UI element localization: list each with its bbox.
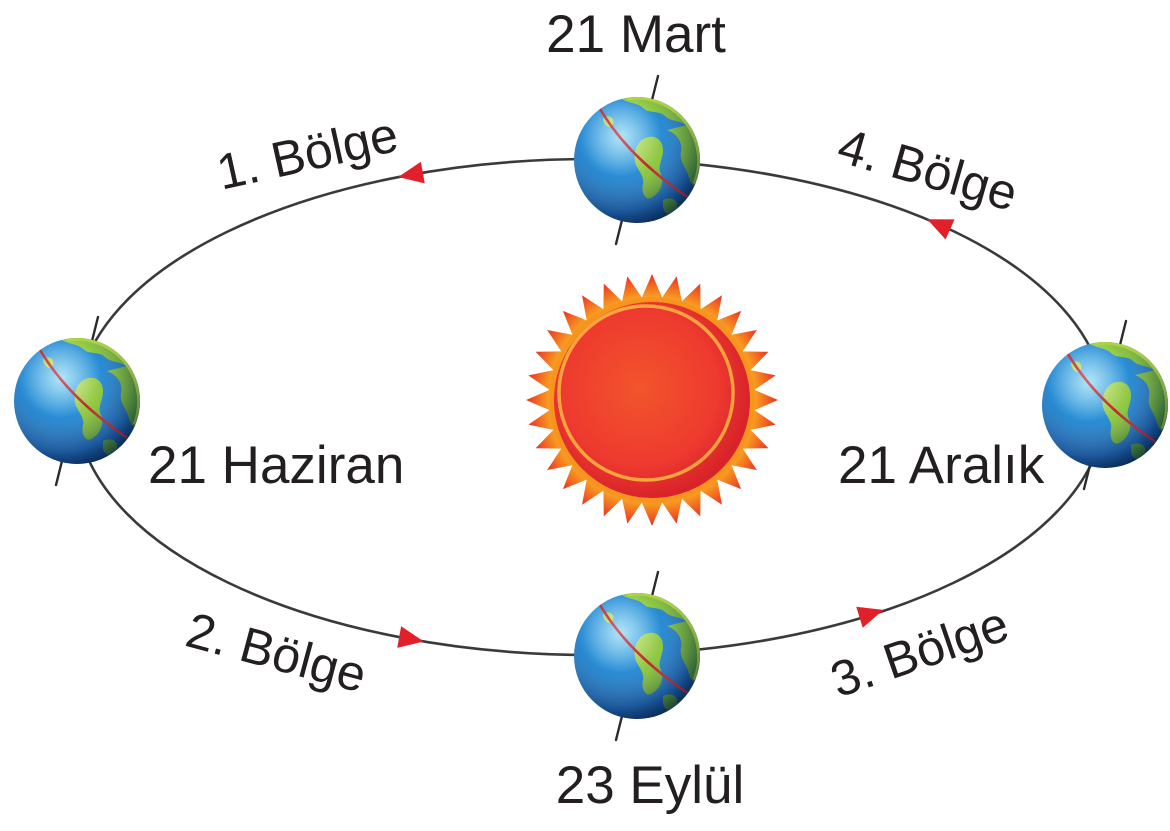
earth-globe-21-aralik [1042, 321, 1170, 489]
sun-inner-ring [557, 304, 735, 482]
orbit-arrow-region-4 [927, 219, 955, 240]
earth-globe-23-eylul [574, 572, 707, 740]
region-label-1: 1. Bölge [212, 106, 403, 200]
region-label-2: 2. Bölge [181, 602, 373, 704]
orbit-arrow-region-3 [856, 606, 884, 628]
sun-body [554, 302, 750, 498]
sun [526, 274, 778, 526]
date-label-21-mart: 21 Mart [546, 5, 726, 64]
earth-globe-21-mart [574, 76, 707, 244]
region-label-3: 3. Bölge [824, 596, 1016, 709]
orbit-arrows [397, 161, 955, 648]
date-label-21-haziran: 21 Haziran [148, 436, 404, 495]
orbit-arrow-region-2 [397, 626, 424, 648]
date-label-23-eylul: 23 Eylül [556, 756, 745, 815]
date-label-21-aralik: 21 Aralık [838, 436, 1045, 495]
earth-globe-21-haziran [14, 317, 147, 485]
orbit-arrow-region-1 [398, 161, 425, 184]
region-label-4: 4. Bölge [832, 117, 1024, 221]
